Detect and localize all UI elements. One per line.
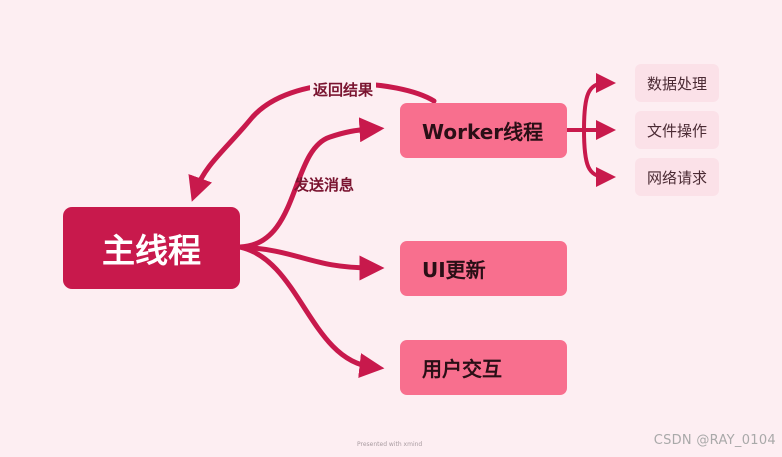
csdn-watermark: CSDN @RAY_0104 bbox=[653, 433, 776, 448]
send-message-label: 发送消息 bbox=[294, 176, 355, 194]
user-interaction-node[interactable]: 用户交互 bbox=[400, 340, 567, 395]
main-thread-label: 主线程 bbox=[102, 231, 201, 270]
leaf-network-request[interactable]: 网络请求 bbox=[635, 158, 719, 196]
ui-update-label: UI更新 bbox=[422, 258, 486, 282]
return-result-label: 返回结果 bbox=[310, 78, 377, 101]
connector-main-to-worker bbox=[237, 117, 385, 250]
leaf-data-processing-label: 数据处理 bbox=[646, 74, 707, 93]
main-thread-node[interactable]: 主线程 bbox=[63, 207, 240, 289]
connector-leaf-0 bbox=[582, 73, 616, 132]
worker-thread-label: Worker线程 bbox=[422, 120, 544, 144]
worker-thread-node[interactable]: Worker线程 bbox=[400, 103, 567, 158]
connector-leaf-2 bbox=[582, 128, 616, 187]
leaf-file-operation[interactable]: 文件操作 bbox=[635, 111, 719, 149]
connector-main-to-ui bbox=[237, 244, 385, 281]
leaf-network-request-label: 网络请求 bbox=[646, 168, 707, 187]
leaf-file-operation-label: 文件操作 bbox=[646, 121, 707, 140]
ui-update-node[interactable]: UI更新 bbox=[400, 241, 567, 296]
presented-with-xmind: Presented with xmind bbox=[357, 441, 423, 448]
connector-worker-return bbox=[188, 81, 437, 202]
user-interaction-label: 用户交互 bbox=[422, 357, 502, 381]
leaf-data-processing[interactable]: 数据处理 bbox=[635, 64, 719, 102]
connector-main-to-interaction bbox=[237, 244, 385, 378]
